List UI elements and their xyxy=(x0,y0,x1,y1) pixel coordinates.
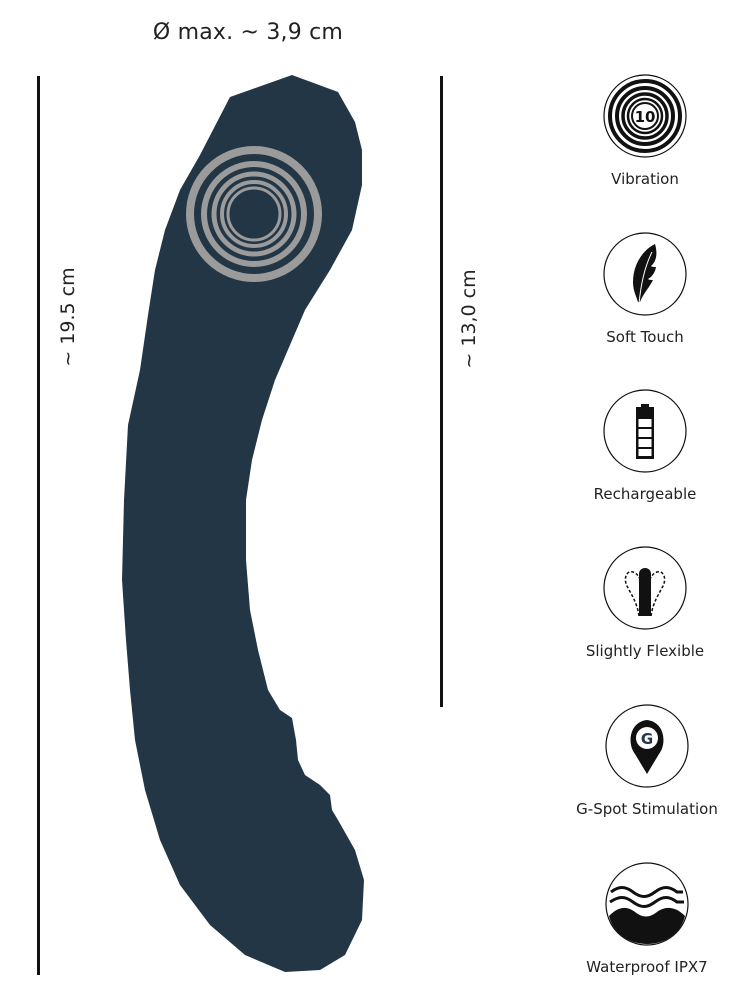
feature-label: Waterproof IPX7 xyxy=(586,958,708,976)
g-spot-pin-icon: G xyxy=(605,704,689,788)
feature-label: Rechargeable xyxy=(593,485,697,503)
g-badge: G xyxy=(641,730,653,748)
insertable-length-line xyxy=(440,76,443,707)
battery-icon xyxy=(603,389,687,473)
feature-slightly-flexible: Slightly Flexible xyxy=(580,546,710,660)
flexible-icon xyxy=(603,546,687,630)
feature-label: Soft Touch xyxy=(606,328,684,346)
feature-soft-touch: Soft Touch xyxy=(580,232,710,346)
feature-label: G-Spot Stimulation xyxy=(576,800,718,818)
feature-g-spot: G G-Spot Stimulation xyxy=(576,704,718,818)
feather-icon xyxy=(603,232,687,316)
feature-label: Vibration xyxy=(611,170,679,188)
product-silhouette xyxy=(122,75,364,972)
vibration-10-icon: 10 xyxy=(603,74,687,158)
motor-rings xyxy=(186,146,322,282)
diameter-label: Ø max. ~ 3,9 cm xyxy=(152,20,344,45)
feature-rechargeable: Rechargeable xyxy=(580,389,710,503)
feature-vibration: 10 Vibration xyxy=(580,74,710,188)
feature-label: Slightly Flexible xyxy=(585,642,705,660)
feature-waterproof: Waterproof IPX7 xyxy=(576,862,718,976)
vibrator-body xyxy=(122,75,364,972)
vibration-number: 10 xyxy=(635,108,656,126)
waves-icon xyxy=(605,862,689,946)
total-length-line xyxy=(37,76,40,975)
